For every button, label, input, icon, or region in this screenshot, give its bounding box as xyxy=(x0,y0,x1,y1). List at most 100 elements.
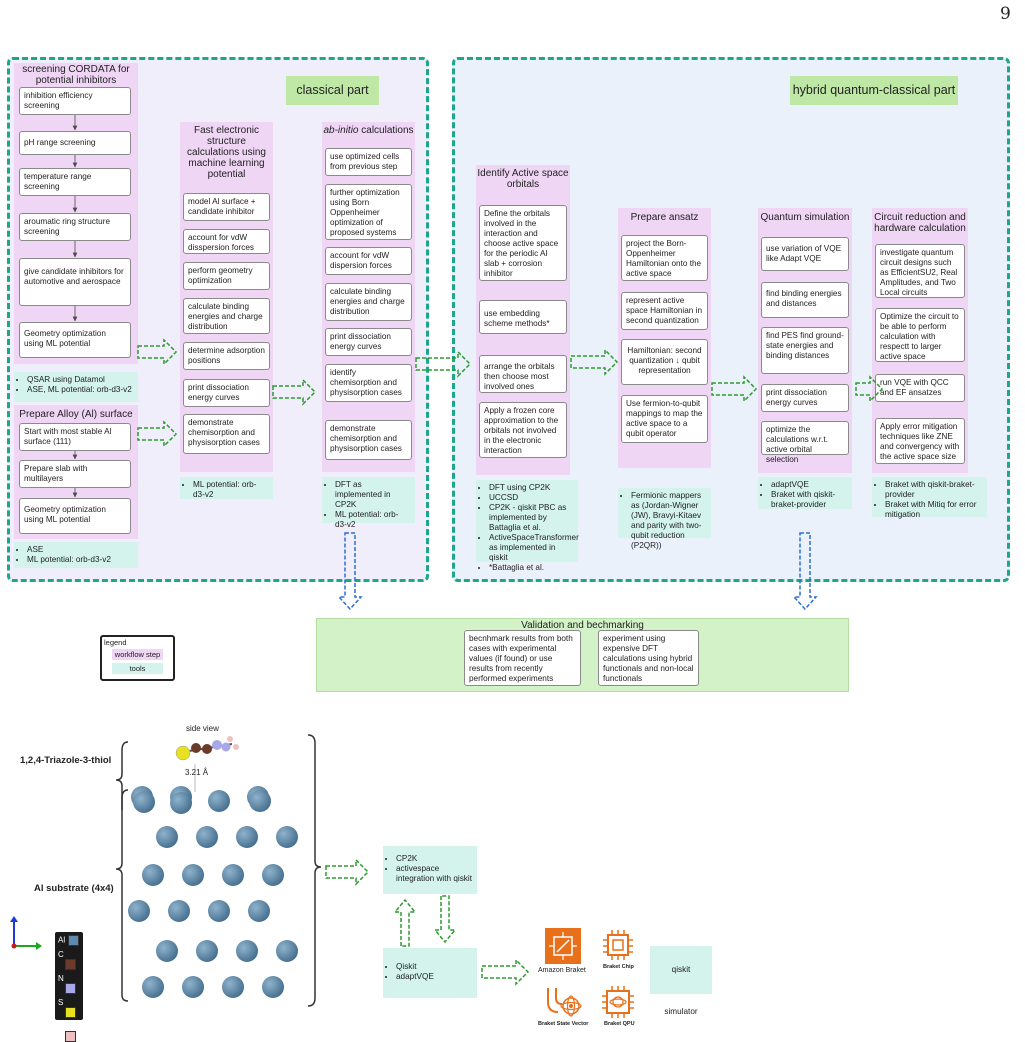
braket-qpu-label: Braket QPU xyxy=(604,1021,635,1027)
alloy-step-3: Geometry optimization using ML potential xyxy=(19,498,131,534)
circuit-step-3: run VQE with QCC and EF ansatzes xyxy=(875,374,965,402)
fast-title: Fast electronic structure calculations u… xyxy=(187,125,266,180)
circuit-step-4: Apply error mitigation techniques like Z… xyxy=(875,418,965,464)
side-view-label: side view xyxy=(186,724,219,733)
alloy-title: Prepare Alloy (Al) surface xyxy=(19,409,133,420)
fast-step-6: print dissociation energy curves xyxy=(183,379,270,407)
ansatz-tools: Fermionic mappers as (Jordan-Wigner (JW)… xyxy=(618,488,711,550)
active-tool-2: UCCSD xyxy=(489,493,573,503)
screening-step-5: give candidate inhibitors for automotive… xyxy=(19,258,131,306)
braket-state-vector-icon xyxy=(544,986,584,1020)
active-step-3: arrange the orbitals then choose most in… xyxy=(479,355,567,393)
braket-chip-icon xyxy=(600,928,636,962)
element-n: N xyxy=(58,974,80,994)
alloy-tools: ASEML potential: orb-d3-v2 xyxy=(14,542,138,568)
quantum-tool-1: adaptVQE xyxy=(771,480,847,490)
abinitio-step-1: use optimized cells from previous step xyxy=(325,148,412,176)
abinitio-step-7: demonstrate chemisorption and physisorpt… xyxy=(325,420,412,460)
al-swatch xyxy=(68,935,80,946)
ansatz-step-1: project the Born-Oppenheimer Hamiltonian… xyxy=(621,235,708,281)
legend: legend workflow step tools xyxy=(100,635,175,681)
ansatz-step-2: represent active space Hamiltonian in se… xyxy=(621,292,708,330)
al-atom xyxy=(142,976,164,998)
al-atom xyxy=(262,976,284,998)
al-atom xyxy=(248,900,270,922)
circuit-tools: Braket with qiskit-braket-providerBraket… xyxy=(872,477,987,519)
alloy-tool-1: ASE xyxy=(27,545,133,555)
al-atom xyxy=(236,826,258,848)
quantum-tool-2: Braket with qiskit-braket-provider xyxy=(771,490,847,510)
active-tool-1: DFT using CP2K xyxy=(489,483,573,493)
circuit-step-1: investigate quantum circuit designs such… xyxy=(875,244,965,298)
qiskit-box: QiskitadaptVQE xyxy=(383,948,477,998)
substrate-label: Al substrate (4x4) xyxy=(34,883,114,894)
cp2k-item-2: activespace integration with qiskit xyxy=(396,864,472,884)
quantum-tools: adaptVQEBraket with qiskit-braket-provid… xyxy=(758,477,852,509)
screening-tools: QSAR using DatamolASE, ML potential: orb… xyxy=(14,372,138,402)
abinitio-title-rest: calculations xyxy=(358,125,414,136)
active-title: Identify Active space orbitals xyxy=(477,168,569,190)
fast-step-3: perform geometry optimization xyxy=(183,262,270,290)
abinitio-title-em: ab-initio xyxy=(323,125,359,136)
abinitio-step-4: calculate binding energies and charge di… xyxy=(325,283,412,321)
ansatz-tool-1: Fermionic mappers as (Jordan-Wigner (JW)… xyxy=(631,491,706,551)
quantum-step-4: print dissociation energy curves xyxy=(761,384,849,412)
alloy-tool-2: ML potential: orb-d3-v2 xyxy=(27,555,133,565)
quantum-step-5: optimize the calculations w.r.t. active … xyxy=(761,421,849,464)
qiskit-item-2: adaptVQE xyxy=(396,972,472,982)
molecule xyxy=(175,736,239,792)
al-atom xyxy=(196,940,218,962)
validation-item-1: becnhmark results from both cases with e… xyxy=(464,630,581,686)
classical-part-title: classical part xyxy=(286,76,379,105)
screening-tool-2: ASE, ML potential: orb-d3-v2 xyxy=(27,385,133,395)
al-atom xyxy=(222,976,244,998)
al-atom xyxy=(249,790,271,812)
element-c: C xyxy=(58,950,80,970)
fast-step-5: determine adsorption positions xyxy=(183,342,270,370)
axes-icon xyxy=(10,916,42,950)
distance-label: 3.21 Å xyxy=(185,768,209,777)
al-atom xyxy=(182,976,204,998)
qiskit-item-1: Qiskit xyxy=(396,962,472,972)
quantum-step-1: use variation of VQE like Adapt VQE xyxy=(761,237,849,271)
fast-step-7: demonstrate chemisorption and physisorpt… xyxy=(183,414,270,454)
al-atom xyxy=(276,826,298,848)
validation-title: Validation and bechmarking xyxy=(521,620,644,631)
c-swatch xyxy=(65,959,76,970)
screening-step-6: Geometry optimization using ML potential xyxy=(19,322,131,358)
al-atom xyxy=(262,864,284,886)
hybrid-part-title: hybrid quantum-classical part xyxy=(790,76,958,105)
abinitio-title: ab-initio calculations xyxy=(322,125,415,136)
active-tool-5: *Battaglia et al. xyxy=(489,563,573,573)
al-atom xyxy=(276,940,298,962)
abinitio-tool-1: DFT as implemented in CP2K xyxy=(335,480,410,510)
validation-box xyxy=(316,618,849,692)
h-swatch xyxy=(65,1031,76,1042)
screening-step-3: temperature range screening xyxy=(19,168,131,196)
element-al: Al xyxy=(58,935,80,946)
active-tool-4: ActiveSpaceTransformer as implemented in… xyxy=(489,533,579,563)
abinitio-step-3: account for vdW dispersion forces xyxy=(325,247,412,275)
alloy-step-1: Start with most stable Al surface (111) xyxy=(19,423,131,451)
active-step-1: Define the orbitals involved in the inte… xyxy=(479,205,567,281)
qiskit-simulator-box: qiskit simulator xyxy=(650,946,712,1016)
screening-tool-1: QSAR using Datamol xyxy=(27,375,133,385)
element-h: H xyxy=(58,1022,80,1042)
al-atom xyxy=(133,791,155,813)
molecule-label: 1,2,4-Triazole-3-thiol xyxy=(20,755,112,766)
braket-state-vector-label: Braket State Vector xyxy=(538,1021,589,1027)
braket-chip-label: Braket Chip xyxy=(603,964,634,970)
fast-tools: ML potential: orb-d3-v2 xyxy=(180,477,273,499)
fast-step-2: account for vdW disspersion forces xyxy=(183,229,270,254)
page-number: 9 xyxy=(1000,4,1011,24)
active-step-2: use embedding scheme methods* xyxy=(479,300,567,334)
abinitio-step-6: identify chemisorption and physisorption… xyxy=(325,364,412,402)
active-step-4: Apply a frozen core approximation to the… xyxy=(479,402,567,458)
legend-step-swatch: workflow step xyxy=(112,649,163,660)
screening-title: screening CORDATA for potential inhibito… xyxy=(22,64,130,86)
quantum-title: Quantum simulation xyxy=(760,212,850,223)
screening-step-2: pH range screening xyxy=(19,131,131,155)
cp2k-box: CP2Kactivespace integration with qiskit xyxy=(383,846,477,894)
element-legend: Al C N S H xyxy=(55,932,83,1042)
quantum-step-2b: find PES find ground-state energies and … xyxy=(761,327,849,374)
